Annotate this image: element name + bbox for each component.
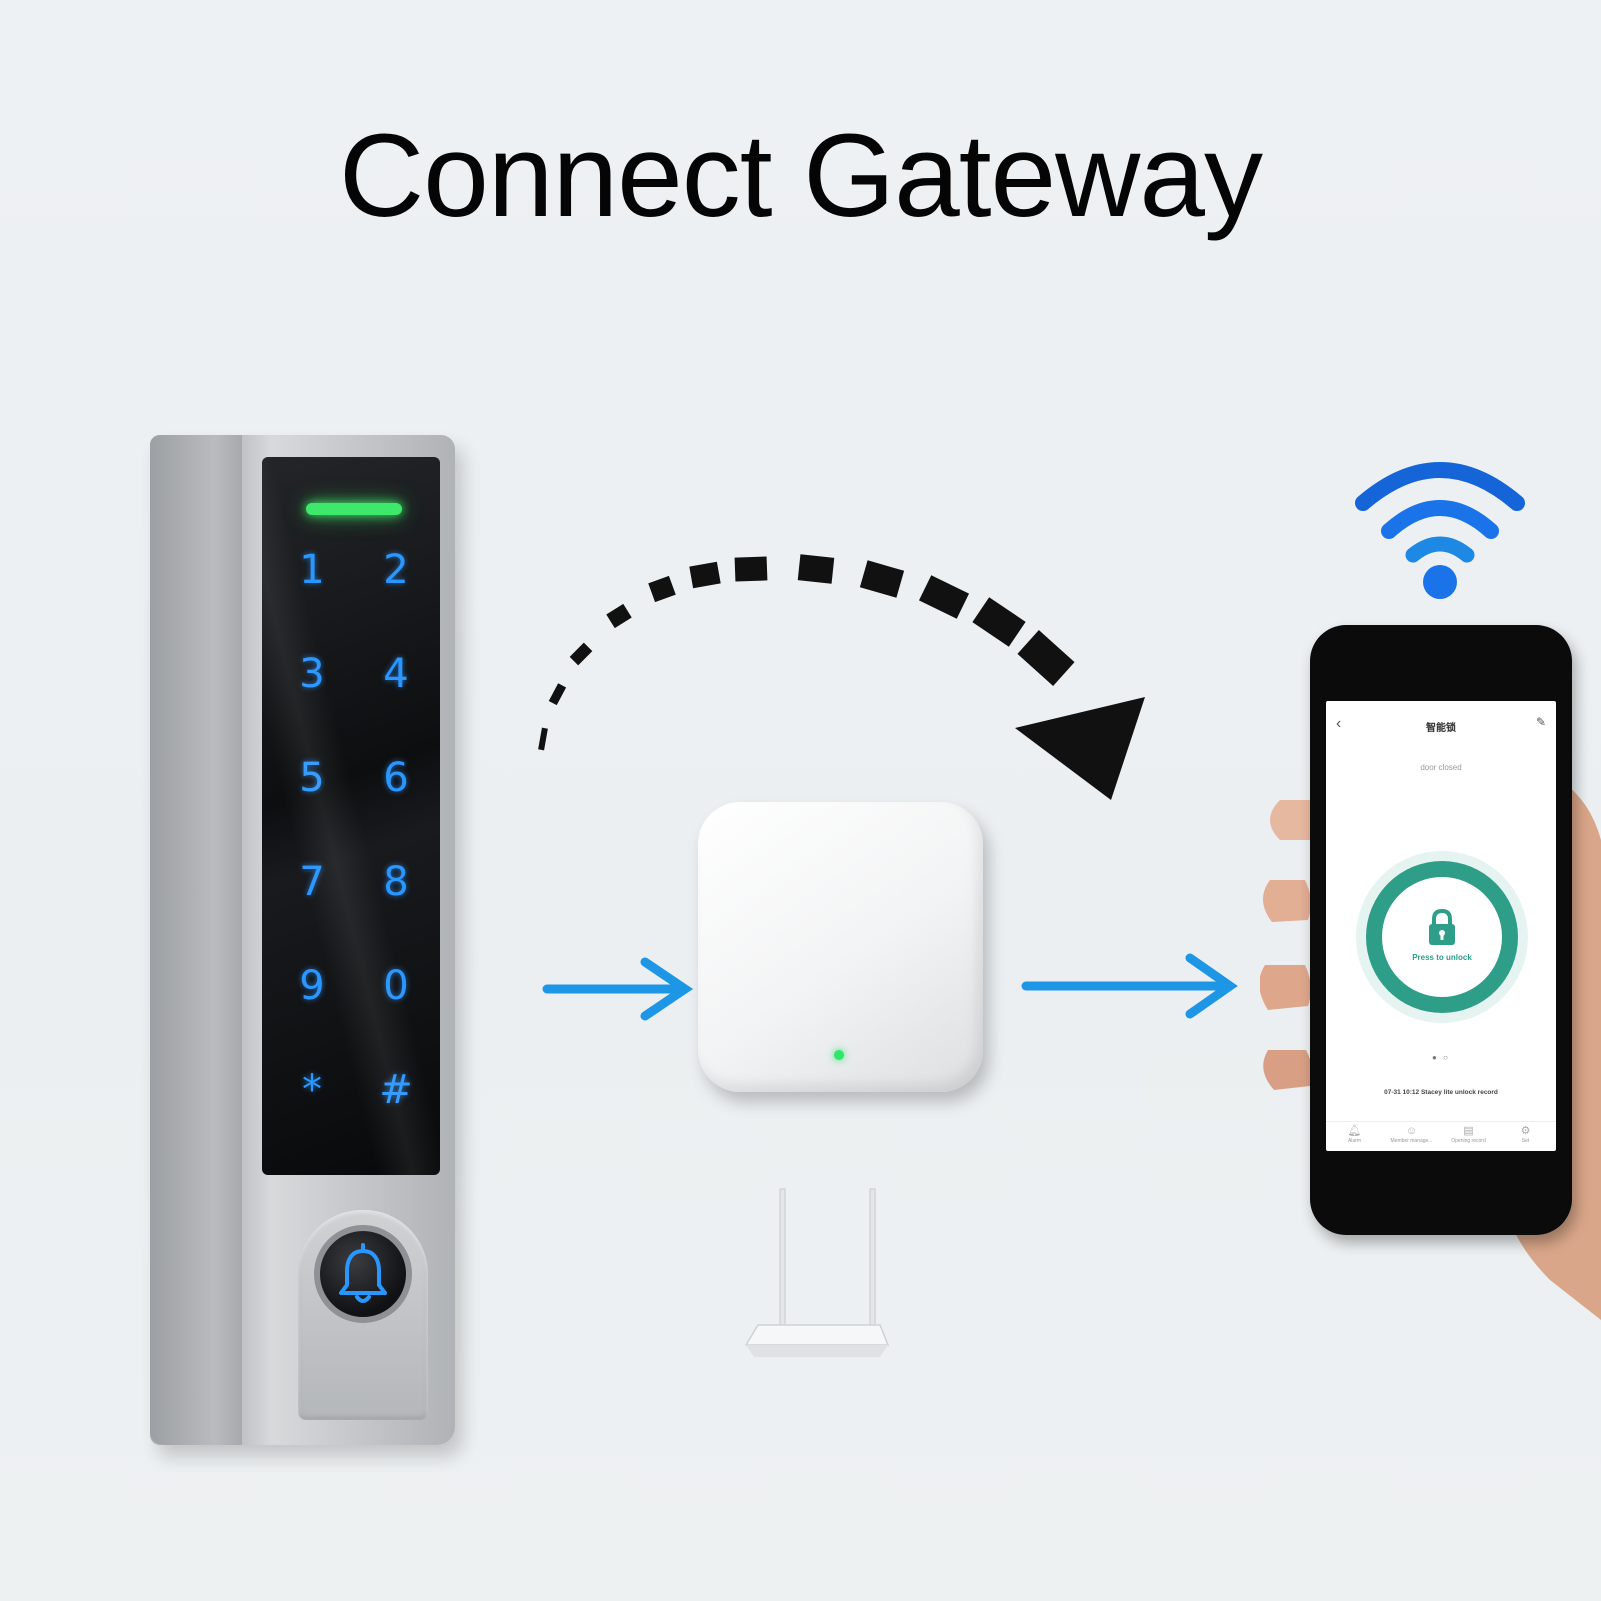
gateway-hub xyxy=(698,802,983,1092)
lock-icon xyxy=(1429,908,1455,945)
door-status: door closed xyxy=(1420,763,1462,772)
dashed-curve-arrow xyxy=(538,554,1145,800)
key-3[interactable]: 3 xyxy=(299,651,325,697)
app-title: 智能锁 xyxy=(1426,723,1456,734)
tab-label: Member manage... xyxy=(1390,1138,1433,1144)
phone-screen: ‹ 智能锁 ✎ door closed Press to unlock ● ○ … xyxy=(1326,701,1556,1151)
key-0[interactable]: 0 xyxy=(383,963,409,1009)
key-4[interactable]: 4 xyxy=(383,651,409,697)
bell-icon xyxy=(339,1243,387,1303)
wifi-icon xyxy=(1355,462,1525,599)
back-icon[interactable]: ‹ xyxy=(1336,715,1342,732)
key-hash[interactable]: # xyxy=(379,1067,413,1113)
access-keypad: 1 2 3 4 5 6 7 8 9 0 * # xyxy=(150,435,455,1445)
tab-alarm[interactable]: 🔔︎ Alarm xyxy=(1326,1124,1383,1144)
gear-icon: ⚙ xyxy=(1520,1125,1531,1137)
keypad-status-led xyxy=(306,503,402,515)
key-2[interactable]: 2 xyxy=(383,547,409,593)
router-icon xyxy=(744,1188,890,1357)
doorbell-button[interactable] xyxy=(314,1225,412,1323)
key-5[interactable]: 5 xyxy=(299,755,325,801)
keypad-touch-panel: 1 2 3 4 5 6 7 8 9 0 * # xyxy=(262,457,440,1175)
page-title: Connect Gateway xyxy=(339,110,1263,242)
user-icon: ☺ xyxy=(1405,1125,1418,1137)
unlock-record[interactable]: 07-31 10:12 Stacey lite unlock record xyxy=(1384,1089,1498,1096)
key-8[interactable]: 8 xyxy=(383,859,409,905)
key-6[interactable]: 6 xyxy=(383,755,409,801)
bottom-tab-bar: 🔔︎ Alarm ☺ Member manage... ▤ Opening re… xyxy=(1326,1121,1556,1151)
key-7[interactable]: 7 xyxy=(299,859,325,905)
tab-label: Alarm xyxy=(1347,1138,1362,1144)
edit-icon[interactable]: ✎ xyxy=(1535,715,1546,729)
smartphone: ‹ 智能锁 ✎ door closed Press to unlock ● ○ … xyxy=(1310,625,1572,1235)
tab-member-manage[interactable]: ☺ Member manage... xyxy=(1383,1124,1440,1144)
page-indicator: ● ○ xyxy=(1432,1053,1450,1062)
tab-opening-record[interactable]: ▤ Opening record xyxy=(1440,1124,1497,1144)
unlock-label: Press to unlock xyxy=(1412,953,1472,962)
bell-icon: 🔔︎ xyxy=(1347,1125,1362,1137)
tab-label: Opening record xyxy=(1451,1138,1486,1144)
keypad-side-edge xyxy=(150,435,242,1445)
gateway-status-led xyxy=(834,1050,844,1060)
key-9[interactable]: 9 xyxy=(299,963,325,1009)
document-icon: ▤ xyxy=(1463,1125,1474,1137)
key-1[interactable]: 1 xyxy=(299,547,325,593)
tab-set[interactable]: ⚙ Set xyxy=(1497,1124,1554,1144)
key-star[interactable]: * xyxy=(302,1067,322,1113)
tab-label: Set xyxy=(1521,1138,1530,1144)
